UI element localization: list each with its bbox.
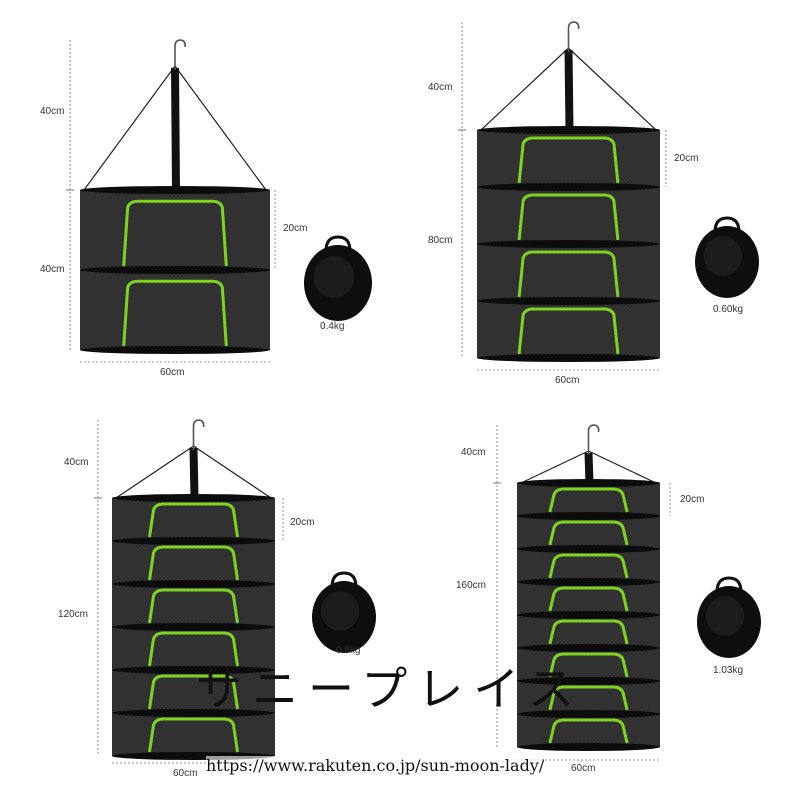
p2-tier-3 — [477, 244, 660, 301]
p2-bag-handle — [713, 216, 741, 233]
p3-width: 60cm — [173, 768, 198, 779]
p4-zipper-3 — [548, 553, 629, 579]
p4-tier-height: 20cm — [680, 494, 705, 505]
p4-zipper-2 — [548, 520, 629, 546]
p4-zipper-1 — [548, 487, 629, 513]
p3-zipper-5 — [148, 674, 239, 710]
p1-right-cord — [174, 65, 267, 191]
p2-rim-1 — [477, 126, 660, 134]
p4-strap — [584, 453, 594, 483]
p2-rim-bottom — [477, 354, 660, 362]
p3-rim-4 — [112, 623, 275, 631]
p2-zipper-1 — [517, 136, 620, 184]
p2-rim-4 — [477, 297, 660, 305]
p3-rim-2 — [112, 537, 275, 545]
p4-rim-8 — [517, 710, 660, 718]
p3-zipper-1 — [148, 502, 239, 538]
p2-zipper-4 — [517, 307, 620, 355]
p3-left-cord — [115, 445, 194, 499]
p3-right-cord — [193, 445, 272, 499]
p2-width: 60cm — [555, 375, 580, 386]
p2-rim-2 — [477, 183, 660, 191]
p4-weight: 1.03kg — [713, 665, 744, 676]
p2-strap — [564, 50, 574, 130]
p4-rim-bottom — [517, 743, 660, 751]
p2-bag-shade — [703, 236, 743, 276]
p2-zipper-3 — [517, 250, 620, 298]
p3-zipper-6 — [148, 717, 239, 753]
p2-tier-1 — [477, 130, 660, 187]
p4-hook-icon — [587, 424, 600, 455]
p4-bag-handle — [715, 576, 743, 593]
p2-zipper-2 — [517, 193, 620, 241]
p3-hang-height: 40cm — [64, 457, 89, 468]
p4-zipper-5 — [548, 619, 629, 645]
p4-right-cord — [588, 450, 657, 484]
p1-tier-2 — [80, 270, 270, 350]
p1-zipper-1 — [122, 199, 228, 267]
p3-rim-5 — [112, 666, 275, 674]
p3-rim-1 — [112, 494, 275, 502]
p3-zipper-4 — [148, 631, 239, 667]
p4-body-height: 160cm — [456, 580, 487, 591]
p2-hook-icon — [567, 21, 580, 52]
p4-width: 60cm — [571, 763, 596, 774]
p3-tier-height: 20cm — [290, 517, 315, 528]
p1-strap — [171, 68, 180, 190]
p4-hang-height: 40cm — [461, 447, 486, 458]
p4-rim-1 — [517, 479, 660, 487]
p4-rim-7 — [517, 677, 660, 685]
p4-zipper-4 — [548, 586, 629, 612]
p2-rim-3 — [477, 240, 660, 248]
p3-zipper-3 — [148, 588, 239, 624]
p1-bag-handle — [324, 235, 352, 252]
p1-hook-icon — [174, 39, 186, 70]
p2-hang-height: 40cm — [428, 82, 453, 93]
p1-rim-1 — [80, 186, 270, 194]
p1-width: 60cm — [160, 367, 185, 378]
p4-rim-3 — [517, 545, 660, 553]
p2-tier-4 — [477, 301, 660, 358]
p1-weight: 0.4kg — [320, 321, 345, 332]
p1-tier-height: 20cm — [283, 223, 308, 234]
p4-rim-6 — [517, 644, 660, 652]
p2-body-height: 80cm — [428, 235, 453, 246]
p2-left-cord — [480, 47, 569, 131]
p1-body-height: 40cm — [40, 264, 65, 275]
p1-left-cord — [83, 65, 176, 191]
p3-strap — [189, 448, 199, 498]
p3-bag-shade — [320, 591, 360, 631]
shop-url-watermark: https://www.rakuten.co.jp/sun-moon-lady/ — [206, 756, 545, 775]
p1-rim-2 — [80, 266, 270, 274]
p3-rim-6 — [112, 709, 275, 717]
p3-weight: 0.8kg — [336, 645, 361, 656]
p2-tier-height: 20cm — [674, 153, 699, 164]
p3-body-height: 120cm — [58, 609, 89, 620]
p1-tier-1 — [80, 190, 270, 270]
p1-zipper-2 — [122, 279, 228, 347]
p2-tier-2 — [477, 187, 660, 244]
p4-rim-5 — [517, 611, 660, 619]
p4-rim-4 — [517, 578, 660, 586]
shop-name-watermark: サニープレイス — [196, 662, 584, 716]
p3-hook-icon — [192, 419, 205, 450]
p3-rim-3 — [112, 580, 275, 588]
p4-zipper-6 — [548, 652, 629, 678]
p3-bag-handle — [330, 571, 358, 588]
p3-zipper-2 — [148, 545, 239, 581]
p1-bag-shade — [313, 256, 355, 298]
p4-zipper-8 — [548, 718, 629, 744]
p1-rim-bottom — [80, 346, 270, 354]
p4-rim-2 — [517, 512, 660, 520]
p2-weight: 0.60kg — [713, 304, 744, 315]
p4-zipper-7 — [548, 685, 629, 711]
p2-right-cord — [568, 47, 657, 131]
p1-hang-height: 40cm — [40, 106, 65, 117]
p4-left-cord — [520, 450, 589, 484]
p4-bag-shade — [705, 596, 745, 636]
